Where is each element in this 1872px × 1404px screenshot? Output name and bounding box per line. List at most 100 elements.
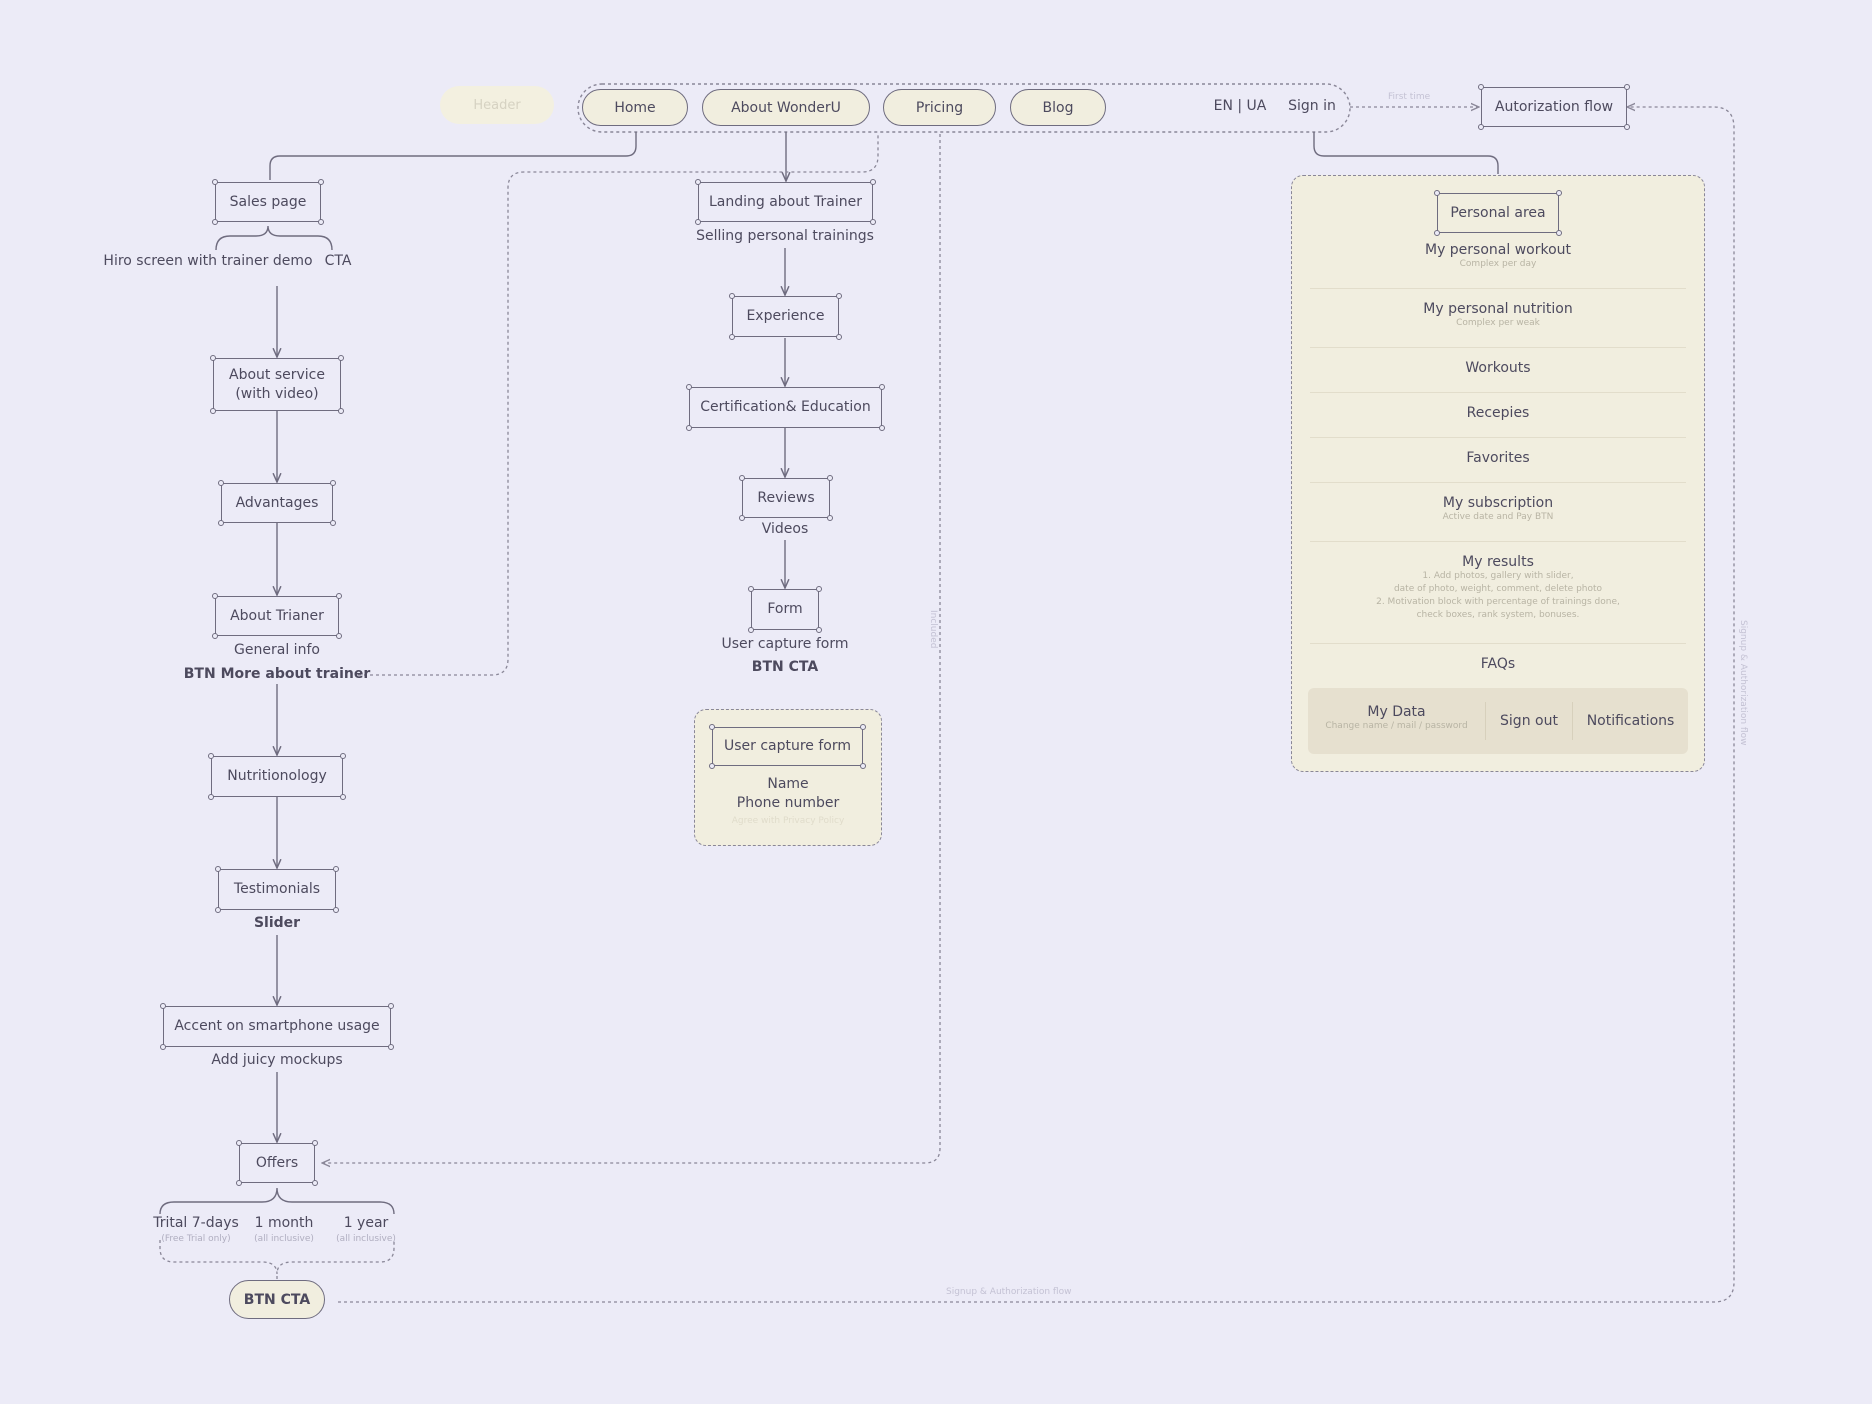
sign-in-link[interactable]: Sign in <box>1288 98 1336 114</box>
divider <box>1310 482 1686 483</box>
divider <box>1572 702 1573 740</box>
corner-handle <box>836 334 842 340</box>
pa-personal-workout[interactable]: My personal workout Complex per day <box>1292 242 1704 271</box>
btn-more-about-trainer[interactable]: BTN More about trainer <box>183 666 371 682</box>
sales-page-node: Sales page <box>212 179 324 225</box>
about-service-line1: About service <box>229 366 325 383</box>
auth-flow-node: Autorization flow <box>1478 84 1630 130</box>
plan-year-note: (all inclusive) <box>336 1234 396 1244</box>
corner-handle <box>816 627 822 633</box>
corner-handle <box>709 763 715 769</box>
corner-handle <box>212 633 218 639</box>
corner-handle <box>340 794 346 800</box>
corner-handle <box>827 515 833 521</box>
pa-footer-bar: My Data Change name / mail / password Si… <box>1308 688 1688 754</box>
corner-handle <box>330 520 336 526</box>
personal-area-panel: Personal area My personal workout Comple… <box>1291 175 1705 772</box>
pa-results[interactable]: My results 1. Add photos, gallery with s… <box>1292 554 1704 622</box>
corner-handle <box>212 219 218 225</box>
corner-handle <box>318 219 324 225</box>
pa-results-title: My results <box>1462 554 1534 570</box>
signup-flow-note: Signup & Authorization flow <box>946 1287 1072 1297</box>
pa-recepies[interactable]: Recepies <box>1292 405 1704 421</box>
corner-handle <box>160 1044 166 1050</box>
corner-handle <box>215 907 221 913</box>
cta-label: CTA <box>324 253 352 269</box>
user-capture-title: User capture form <box>709 724 866 769</box>
pa-subscription[interactable]: My subscription Active date and Pay BTN <box>1292 495 1704 524</box>
pa-favorites-title: Favorites <box>1466 450 1530 466</box>
header-label: Header <box>440 86 554 124</box>
nav-pricing-button[interactable]: Pricing <box>883 89 996 126</box>
accent-smartphone-node: Accent on smartphone usage <box>160 1003 394 1050</box>
videos-label: Videos <box>761 521 809 537</box>
pa-personal-nutrition-sub: Complex per weak <box>1456 318 1540 328</box>
plan-year-label: 1 year <box>343 1215 389 1231</box>
corner-handle <box>695 219 701 225</box>
my-data-label: My Data <box>1367 704 1426 720</box>
plan-trial-label: Trital 7-days <box>153 1215 239 1231</box>
pa-workouts[interactable]: Workouts <box>1292 360 1704 376</box>
nav-blog-button[interactable]: Blog <box>1010 89 1106 126</box>
first-time-note: First time <box>1388 92 1431 102</box>
divider <box>1310 541 1686 542</box>
pa-faqs-title: FAQs <box>1480 656 1516 672</box>
form-cta-label: BTN CTA <box>751 659 819 675</box>
pa-recepies-title: Recepies <box>1466 405 1530 421</box>
btn-cta-button[interactable]: BTN CTA <box>229 1280 325 1319</box>
pa-personal-nutrition[interactable]: My personal nutrition Complex per weak <box>1292 301 1704 330</box>
corner-handle <box>208 794 214 800</box>
pa-personal-workout-sub: Complex per day <box>1459 259 1537 269</box>
nav-about-button[interactable]: About WonderU <box>702 89 870 126</box>
slider-label: Slider <box>253 915 301 931</box>
hero-label: Hiro screen with trainer demo <box>103 253 313 269</box>
corner-handle <box>210 408 216 414</box>
corner-handle <box>870 219 876 225</box>
corner-handle <box>236 1180 242 1186</box>
corner-handle <box>336 633 342 639</box>
pa-faqs[interactable]: FAQs <box>1292 656 1704 672</box>
name-field-label: Name <box>767 776 809 792</box>
landing-trainer-node: Landing about Trainer <box>695 179 876 225</box>
pa-workouts-title: Workouts <box>1465 360 1531 376</box>
divider <box>1310 437 1686 438</box>
corner-handle <box>338 408 344 414</box>
about-service-node: About service (with video) <box>210 355 344 414</box>
pa-personal-workout-title: My personal workout <box>1424 242 1572 258</box>
certification-node: Certification& Education <box>686 384 885 431</box>
corner-handle <box>748 627 754 633</box>
about-trainer-node: About Trianer <box>212 593 342 639</box>
corner-handle <box>333 907 339 913</box>
offers-node: Offers <box>236 1140 318 1186</box>
corner-handle <box>1478 124 1484 130</box>
pa-subscription-sub: Active date and Pay BTN <box>1442 512 1554 522</box>
nav-home-button[interactable]: Home <box>582 89 688 126</box>
divider <box>1485 702 1486 740</box>
corner-handle <box>388 1044 394 1050</box>
personal-area-title: Personal area <box>1434 190 1562 236</box>
agree-privacy-label: Agree with Privacy Policy <box>731 816 845 826</box>
my-data-button[interactable]: My Data Change name / mail / password <box>1308 688 1485 754</box>
pa-results-line3: 2. Motivation block with percentage of t… <box>1376 597 1620 607</box>
corner-handle <box>1624 124 1630 130</box>
sign-out-button[interactable]: Sign out <box>1500 713 1558 729</box>
corner-handle <box>1434 230 1440 236</box>
phone-field-label: Phone number <box>736 795 840 811</box>
form-node: Form <box>748 586 822 633</box>
corner-handle <box>218 520 224 526</box>
pa-favorites[interactable]: Favorites <box>1292 450 1704 466</box>
selling-trainings-label: Selling personal trainings <box>696 228 874 244</box>
corner-handle <box>1556 230 1562 236</box>
pa-results-line2: date of photo, weight, comment, delete p… <box>1393 584 1603 594</box>
pricing-side-note: Included <box>928 610 938 649</box>
language-switch[interactable]: EN | UA <box>1213 98 1267 114</box>
corner-handle <box>739 515 745 521</box>
divider <box>1310 347 1686 348</box>
corner-handle <box>879 425 885 431</box>
corner-handle <box>686 425 692 431</box>
form-sub-label: User capture form <box>721 636 849 652</box>
pa-personal-nutrition-title: My personal nutrition <box>1423 301 1573 317</box>
mockups-label: Add juicy mockups <box>211 1052 343 1068</box>
notifications-button[interactable]: Notifications <box>1586 713 1675 729</box>
